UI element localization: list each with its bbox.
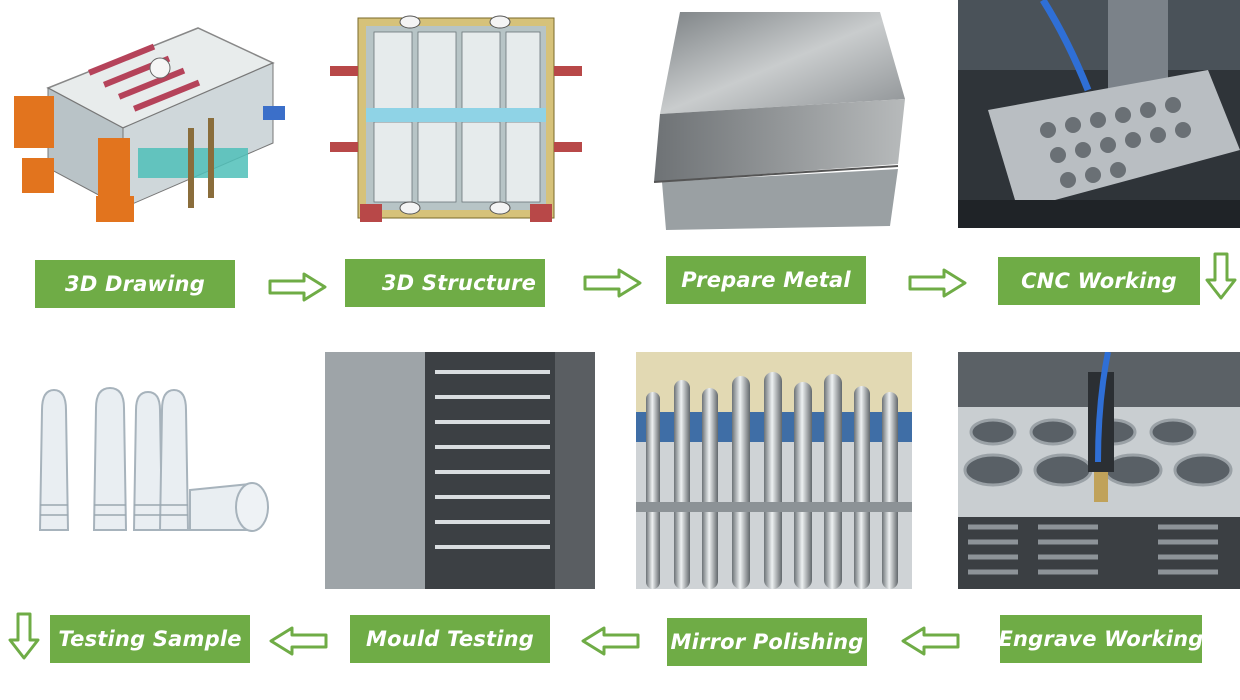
step-label-engrave-working: Engrave Working [998, 615, 1203, 663]
step-label-cnc-working: CNC Working [998, 257, 1200, 305]
step-label-mould-testing: Mould Testing [350, 615, 550, 663]
step-label-testing-sample: Testing Sample [50, 615, 250, 663]
arrow-down-icon [8, 612, 40, 660]
engraving-machine-image [958, 352, 1240, 589]
mould-assembly-illustration [8, 8, 290, 230]
step-label-3d-drawing: 3D Drawing [35, 260, 235, 308]
mould-in-machine-image [325, 352, 595, 589]
arrow-right-icon [583, 268, 643, 298]
preforms-image [30, 380, 280, 550]
step-label-prepare-metal: Prepare Metal [666, 256, 866, 304]
photo-mould-testing [325, 352, 595, 589]
polished-cores-image [636, 352, 912, 589]
photo-3d-structure [330, 8, 582, 230]
photo-cnc-working [958, 0, 1240, 228]
photo-3d-drawing [8, 8, 290, 230]
cnc-machine-image [958, 0, 1240, 228]
steel-blocks-image [640, 4, 910, 232]
photo-mirror-polishing [636, 352, 912, 589]
arrow-left-icon [580, 626, 640, 656]
arrow-down-icon [1205, 252, 1237, 300]
arrow-left-icon [268, 626, 328, 656]
arrow-right-icon [908, 268, 968, 298]
photo-testing-sample [30, 380, 280, 550]
arrow-left-icon [900, 626, 960, 656]
mould-structure-drawing [330, 8, 582, 230]
arrow-right-icon [268, 272, 328, 302]
step-label-3d-structure: 3D Structure [345, 259, 545, 307]
photo-prepare-metal [640, 4, 910, 232]
photo-engrave-working [958, 352, 1240, 589]
step-label-mirror-polishing: Mirror Polishing [667, 618, 867, 666]
